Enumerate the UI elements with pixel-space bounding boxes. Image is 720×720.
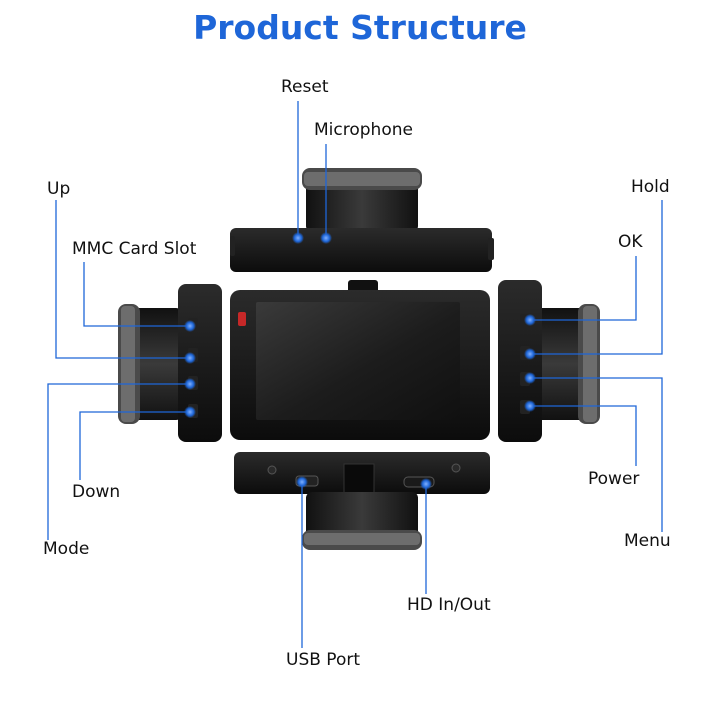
usb-dot — [296, 476, 308, 488]
callout-lines — [47, 101, 663, 648]
mode-label: Mode — [43, 539, 90, 559]
menu-label: Menu — [624, 531, 671, 551]
reset-label: Reset — [281, 77, 329, 97]
down-line — [79, 411, 190, 480]
menu-line — [530, 377, 663, 532]
ok-dot — [524, 314, 536, 326]
usb-port-label: USB Port — [286, 650, 361, 670]
mode-dot — [184, 378, 196, 390]
right-side-device — [498, 280, 600, 442]
mmc-card-slot-label: MMC Card Slot — [72, 239, 197, 259]
bottom-view-device — [234, 452, 490, 550]
down-label: Down — [72, 482, 121, 502]
microphone-label: Microphone — [314, 120, 413, 140]
menu-dot — [524, 372, 536, 384]
screen-view-device — [230, 280, 490, 440]
hd-in-out-label: HD In/Out — [407, 595, 491, 615]
page-title: Product Structure — [193, 8, 527, 47]
left-side-device — [118, 284, 222, 442]
microphone-dot — [320, 232, 332, 244]
power-dot — [524, 400, 536, 412]
down-dot — [184, 406, 196, 418]
mmc-line — [83, 262, 190, 327]
callout-dots — [184, 232, 536, 490]
power-line — [530, 405, 637, 466]
up-line — [55, 200, 190, 359]
hold-line — [530, 200, 663, 355]
hold-label: Hold — [631, 177, 670, 197]
ok-line — [530, 256, 637, 321]
hd-dot — [420, 478, 432, 490]
reset-dot — [292, 232, 304, 244]
power-label: Power — [588, 469, 640, 489]
up-dot — [184, 352, 196, 364]
mode-line — [47, 383, 190, 540]
hold-dot — [524, 348, 536, 360]
up-label: Up — [47, 179, 71, 199]
ok-label: OK — [618, 232, 643, 252]
mmc-dot — [184, 320, 196, 332]
top-view-device — [230, 168, 494, 272]
